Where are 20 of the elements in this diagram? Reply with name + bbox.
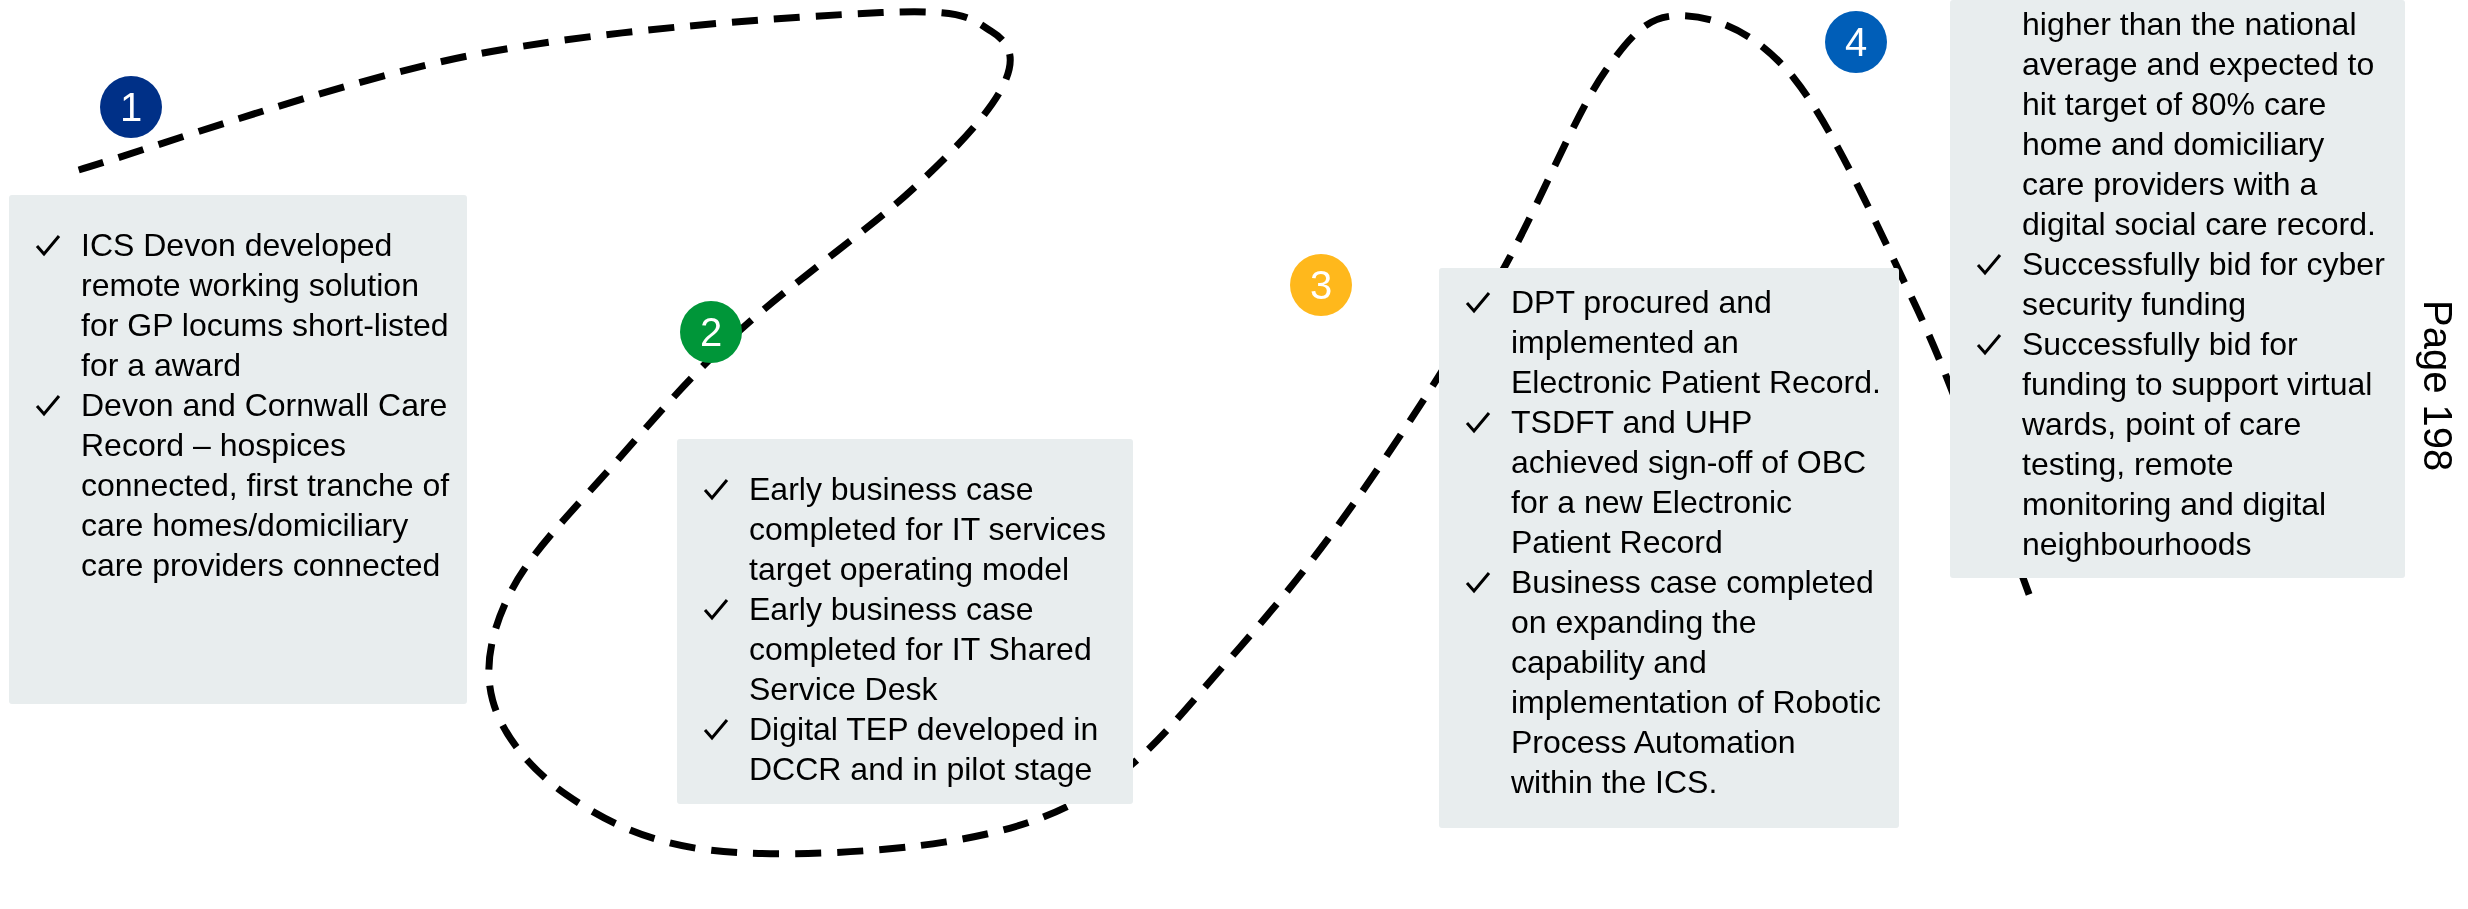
number-badge: 3 xyxy=(1290,254,1352,316)
bullet-text: ICS Devon developed remote working solution for GP locums short-listed for a award xyxy=(81,226,450,385)
bullet-text: Devon and Cornwall Care Record – hospices connected, first tranche of care homes/domiciliary care providers connected xyxy=(81,386,451,585)
bullet-text: TSDFT and UHP achieved sign-off of OBC for a new Electronic Patient Record xyxy=(1511,403,1868,562)
bullet-text: Successfully bid for funding to support virtual wards, point of care testing, remote monitoring and digital neighbourhoods xyxy=(2022,325,2374,564)
bullet-text: Successfully bid for cyber security funding xyxy=(2022,245,2386,324)
text-panel xyxy=(9,195,467,704)
text-panel xyxy=(1950,0,2405,578)
page-number: Page 198 xyxy=(2415,300,2460,472)
bullet-text: higher than the national average and expected to hit target of 80% care home and domiciliary care providers with a digital social care record. xyxy=(2022,5,2377,244)
bullet-text: Business case completed on expanding the capability and implementation of Robotic Process Automation within the ICS. xyxy=(1511,563,1882,802)
number-badge: 4 xyxy=(1825,11,1887,73)
number-badge: 1 xyxy=(100,76,162,138)
text-panel xyxy=(677,439,1133,804)
text-panel xyxy=(1439,268,1899,828)
bullet-text: Early business case completed for IT services target operating model xyxy=(749,470,1107,589)
number-badge: 2 xyxy=(680,301,742,363)
bullet-text: DPT procured and implemented an Electronic Patient Record. xyxy=(1511,283,1882,402)
bullet-text: Early business case completed for IT Shared Service Desk xyxy=(749,590,1093,709)
bullet-text: Digital TEP developed in DCCR and in pilot stage xyxy=(749,710,1100,789)
